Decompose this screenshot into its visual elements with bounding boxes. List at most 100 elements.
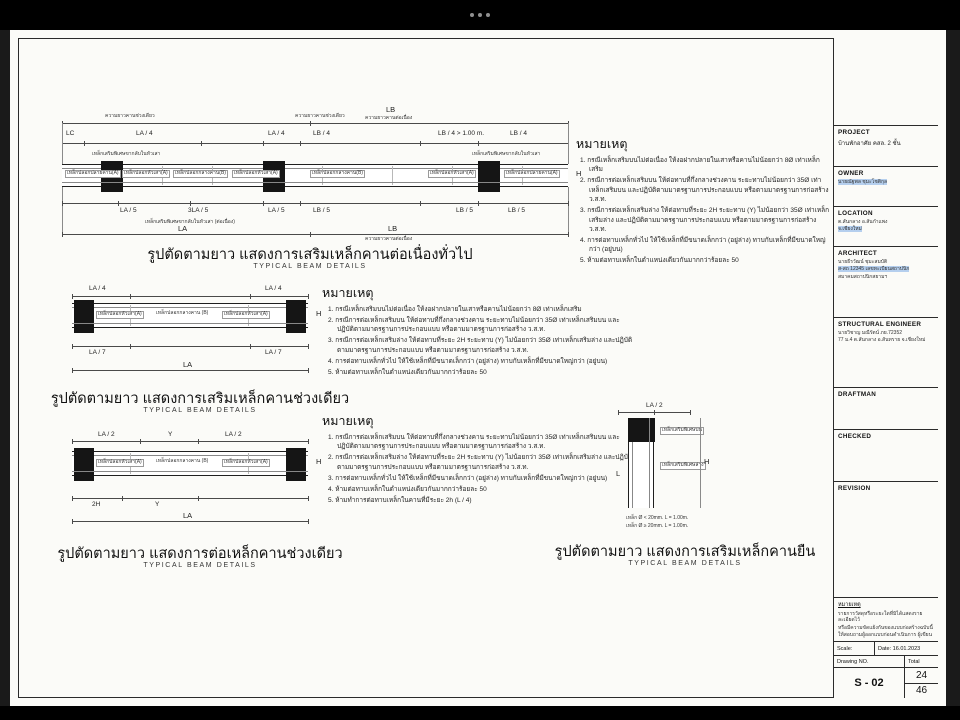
- extension-line: [568, 123, 569, 164]
- dim-tick: [300, 141, 301, 146]
- dim-line: [62, 143, 568, 144]
- location-value-selected-text: จ.เชียงใหม่: [838, 226, 862, 233]
- beam-depth-label: H: [316, 309, 322, 318]
- titleblock-owner: OWNER นายณัฐพล ชุมะโชติกุล: [834, 167, 938, 207]
- dim-label: LA / 2: [225, 431, 242, 438]
- dim-tick: [250, 294, 251, 299]
- dim-tick: [72, 439, 73, 444]
- stirrup-label: เหล็กปลอกกลางคาน (B): [156, 310, 209, 316]
- dim-tick: [478, 201, 479, 206]
- architect-association: สมาคมสถาปนิกสยามฯ: [838, 274, 888, 280]
- callout-label: เหล็กเสริมพิเศษขากลับในหัวเสา: [472, 151, 541, 157]
- checked-label: CHECKED: [838, 433, 872, 440]
- note-item: 4. การต่อทาบเหล็กทั่วไป ให้ใช้เหล็กที่มี…: [580, 236, 826, 254]
- legend-line: เหล็ก Ø < 20mm. L = 1.00m.: [626, 515, 689, 521]
- dim-tick: [308, 519, 309, 524]
- dim-tick: [654, 410, 655, 415]
- project-value: บ้านพักอาศัย คสล. 2 ชั้น: [838, 141, 901, 147]
- dim-tick: [308, 344, 309, 349]
- dim-label: LC: [66, 130, 75, 137]
- dim-tick: [478, 141, 479, 146]
- note-item: 4. ห้ามต่อทาบเหล็กในตำแหน่งเดียวกันมากกว…: [328, 485, 487, 493]
- stirrup-label: เหล็กปลอกปลายคาน(A): [504, 170, 560, 178]
- dim-tick: [250, 344, 251, 349]
- architect-reg-selected-text: ส-สถ 12345 เลขทะเบียนสถาปนิก: [838, 266, 910, 273]
- dim-line: [72, 346, 308, 347]
- dim-tick: [62, 232, 63, 237]
- note-item: 5. ห้ามทำการต่อทาบเหล็กในคานที่มีระยะ 2h…: [328, 496, 472, 504]
- dim-tick: [140, 439, 141, 444]
- beam-depth-label: H: [704, 457, 710, 466]
- dim-line: [62, 203, 568, 204]
- stirrup-label: เหล็กปลอกปลายคาน(A): [65, 170, 121, 178]
- page-current: 24: [905, 668, 938, 684]
- dim-label: LB / 4: [510, 130, 527, 137]
- titleblock-draftman: DRAFTMAN: [834, 388, 938, 430]
- column-block: [74, 300, 94, 333]
- drawing2-title: รูปตัดตามยาว แสดงการเสริมเหล็กคานช่วงเดี…: [50, 391, 350, 407]
- drawing-no-label: Drawing NO.: [837, 658, 869, 665]
- window-titlebar: [0, 0, 960, 30]
- title-block: PROJECT บ้านพักอาศัย คสล. 2 ชั้น OWNER น…: [833, 38, 938, 698]
- dim-label: LA / 4: [136, 130, 153, 137]
- draftman-label: DRAFTMAN: [838, 391, 877, 398]
- dim-label: LB / 5: [456, 207, 473, 214]
- rebar-label: เหล็กเสริมพิเศษล่าง: [660, 462, 706, 470]
- page-counter: 24 46: [904, 668, 938, 698]
- dim-line: [72, 370, 308, 371]
- notes-heading: หมายเหตุ: [322, 286, 374, 300]
- location-value: ต.สันกลาง อ.สันกำแพง: [838, 218, 888, 225]
- dim-label: LB / 4: [313, 130, 330, 137]
- notes-list: 1. กรณีเหล็กเสริมบนไม่ต่อเนื่อง ให้งอฝาก…: [580, 156, 832, 267]
- beam-depth-label: H: [316, 457, 322, 466]
- note-item: 3. กรณีการต่อเหล็กเสริมล่าง ให้ต่อทาบที่…: [328, 337, 633, 354]
- dim-line: [62, 234, 568, 235]
- note-item: 3. การต่อทาบเหล็กทั่วไป ให้ใช้เหล็กที่มี…: [328, 474, 608, 482]
- drawing-sheet: ความยาวคานช่วงเดียว ความยาวคานช่วงเดียว …: [10, 30, 946, 706]
- drawing4-subtitle: TYPICAL BEAM DETAILS: [628, 560, 742, 567]
- stirrup-label: เหล็กปลอกหัวเสา(A): [232, 170, 280, 178]
- dot-icon: [486, 13, 490, 17]
- dim-label: Y: [168, 431, 173, 438]
- stirrup-label: เหล็กปลอกหัวเสา(A): [222, 311, 270, 319]
- drawing3-title: รูปตัดตามยาว แสดงการต่อเหล็กคานช่วงเดียว: [57, 546, 343, 562]
- span-label-lb-top: LB: [386, 105, 396, 114]
- dim-label: LA / 5: [268, 207, 285, 214]
- drawing2-subtitle: TYPICAL BEAM DETAILS: [143, 407, 257, 414]
- note-item: 2. กรณีการต่อเหล็กเสริมบน ให้ต่อทาบที่กึ…: [580, 177, 829, 204]
- span-label: LA: [183, 511, 193, 520]
- dim-label: LA / 4: [89, 285, 106, 292]
- span-note-label: ความยาวคานช่วงเดียว: [105, 113, 155, 119]
- span-note-label: ความยาวคานต่อเนื่อง: [365, 115, 413, 121]
- dot-icon: [478, 13, 482, 17]
- dim-line: [72, 441, 308, 442]
- notes-list: 1. กรณีเหล็กเสริมบนไม่ต่อเนื่อง ให้งอฝาก…: [328, 305, 636, 378]
- column-block: [286, 448, 306, 481]
- titleblock-note-line: ให้สอบถามผู้ออกแบบก่อนดำเนินการ ผู้เขียน: [838, 632, 932, 639]
- stirrup-label: เหล็กปลอกหัวเสา(A): [96, 459, 144, 467]
- extension-line: [62, 187, 63, 233]
- note-item: 3. กรณีการต่อเหล็กเสริมล่าง ให้ต่อทาบที่…: [580, 207, 830, 233]
- dot-icon: [470, 13, 474, 17]
- dim-line: [62, 123, 568, 124]
- column-block: [628, 418, 655, 442]
- column-block: [74, 448, 94, 481]
- dim-label: LA / 5: [120, 207, 137, 214]
- beam-vertical: [628, 418, 655, 508]
- dim-label: LB / 5: [313, 207, 330, 214]
- menu-dots-icon[interactable]: [470, 13, 490, 17]
- titleblock-architect: ARCHITECT นายธีรวัฒน์ ชุมะสมบัติ ส-สถ 12…: [834, 247, 938, 318]
- dim-label: LA / 4: [268, 130, 285, 137]
- drawing4-title: รูปตัดตามยาว แสดงการเสริมเหล็กคานยืน: [554, 544, 816, 560]
- span-note-label: ความยาวคานช่วงเดียว: [295, 113, 345, 119]
- dim-line: [72, 521, 308, 522]
- dim-tick: [72, 496, 73, 501]
- dim-label: 2H: [92, 501, 101, 508]
- extension-line: [700, 418, 701, 508]
- notes-list: 1. กรณีการต่อเหล็กเสริมบน ให้ต่อทาบที่กึ…: [328, 433, 636, 506]
- dim-tick: [62, 201, 63, 206]
- dim-label: LA / 4: [265, 285, 282, 292]
- extension-line: [568, 187, 569, 233]
- span-label: LA: [183, 360, 193, 369]
- sheet-number: S - 02: [854, 677, 884, 689]
